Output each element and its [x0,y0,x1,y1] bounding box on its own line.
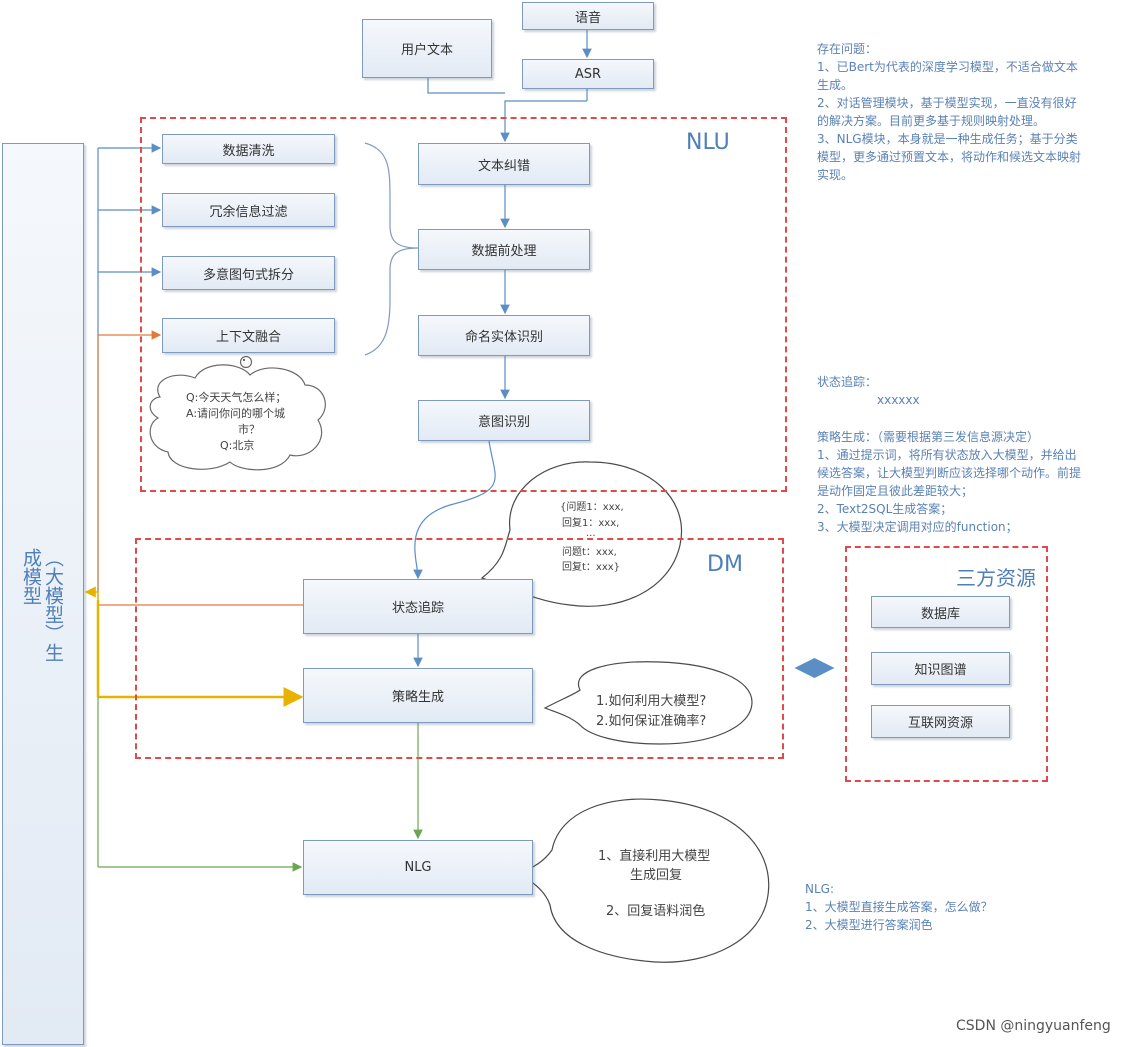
knowledge-graph-box: 知识图谱 [871,652,1010,685]
database-box: 数据库 [871,596,1010,628]
llm-bar-label: （大模型）生成模型 [20,548,64,662]
data-preprocess-box: 数据前处理 [418,229,590,270]
nlg-bubble-line-2: 生成回复 [630,868,683,883]
weather-line-4: Q:北京 [220,439,255,452]
weather-line-3: 市？ [238,423,260,436]
multi-intent-split-box: 多意图句式拆分 [162,256,335,290]
intent-box: 意图识别 [418,400,590,441]
nlg-box: NLG [303,840,533,895]
context-fusion-box: 上下文融合 [162,318,335,353]
state-note: 状态追踪： xxxxxx [817,375,920,407]
dm-label: DM [707,552,743,577]
ner-box: 命名实体识别 [418,315,590,356]
redundant-filter-box: 冗余信息过滤 [162,193,335,227]
nlg-note: NLG: 1、大模型直接生成答案，怎么做？ 2、大模型进行答案润色 [805,882,993,932]
history-bubble [480,461,683,607]
nlg-bubble [516,798,770,963]
third-party-label: 三方资源 [956,566,1036,590]
weather-line-2: A:请问你问的哪个城 [186,407,286,420]
history-line-3: ... [586,528,596,539]
history-line-2: 回复1：xxx, [562,518,620,529]
policy-generation-box: 策略生成 [303,668,533,723]
weather-bubble [149,355,326,471]
state-tracking-box: 状态追踪 [303,579,533,634]
user-text-box: 用户文本 [362,19,492,78]
voice-box: 语音 [522,2,654,30]
third-party-region [845,546,1048,782]
problems-note: 存在问题： 1、已Bert为代表的深度学习模型，不适合做文本 生成。 2、对话管… [817,42,1082,182]
nlu-region [140,117,787,492]
dm-region [135,538,784,759]
policy-bubble-line-1: 1.如何利用大模型? [596,694,707,709]
llm-generation-bar [2,143,84,1045]
watermark: CSDN @ningyuanfeng [956,1018,1111,1034]
policy-bubble-line-2: 2.如何保证准确率? [596,714,707,729]
policy-bubble [543,661,753,745]
asr-box: ASR [522,59,654,89]
internet-resource-box: 互联网资源 [871,705,1010,738]
weather-line-1: Q:今天天气怎么样； [186,391,287,404]
history-line-5: 回复t：xxx} [562,562,621,573]
nlg-bubble-line-1: 1、直接利用大模型 [598,849,711,864]
nlu-label: NLU [686,130,730,155]
history-line-1: {问题1：xxx, [560,502,624,513]
data-cleaning-box: 数据清洗 [162,134,335,164]
policy-note: 策略生成：（需要根据第三发信息源决定） 1、通过提示词，将所有状态放入大模型，并… [817,430,1082,534]
history-line-4: 问题t：xxx, [562,547,617,558]
text-correction-box: 文本纠错 [418,143,590,185]
nlg-bubble-line-3: 2、回复语料润色 [606,904,706,919]
